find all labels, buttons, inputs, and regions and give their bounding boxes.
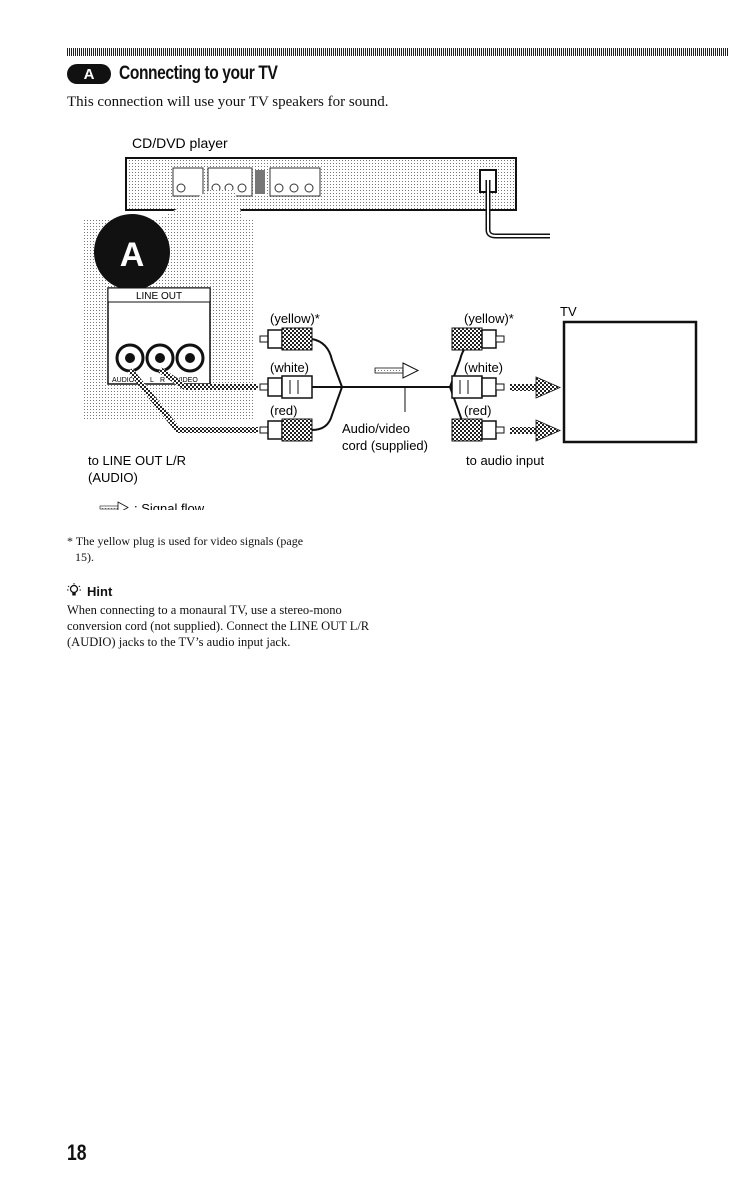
- plug-red-right: [451, 418, 505, 442]
- section-title: Connecting to your TV: [119, 63, 278, 84]
- label-white-right: (white): [464, 360, 503, 375]
- cable-red-left: [127, 368, 258, 433]
- plug-yellow-right: [451, 327, 505, 351]
- jack-video-label: VIDEO: [176, 377, 198, 384]
- signal-flow-arrow: [374, 362, 420, 379]
- plug-white-right: [451, 375, 505, 399]
- player-label: CD/DVD player: [132, 135, 228, 151]
- left-caption-line2: (AUDIO): [88, 470, 138, 485]
- signal-flow-legend: : Signal flow: [134, 501, 205, 510]
- lightbulb-icon: [67, 583, 81, 596]
- hint-body: When connecting to a monaural TV, use a …: [67, 603, 370, 649]
- line-out-label: LINE OUT: [136, 291, 182, 302]
- label-yellow-left: (yellow)*: [270, 311, 320, 326]
- page-number: 18: [67, 1140, 87, 1165]
- plug-red-left: [259, 418, 313, 442]
- jack-l-label: L: [150, 377, 154, 384]
- inset-badge-letter: A: [120, 236, 145, 274]
- label-white-left: (white): [270, 360, 309, 375]
- signal-flow-legend-icon: [99, 501, 129, 510]
- signal-arrow-red: [510, 419, 561, 442]
- footnote: * The yellow plug is used for video sign…: [67, 533, 377, 565]
- left-caption-line1: to LINE OUT L/R: [88, 453, 186, 468]
- hint-title: Hint: [87, 583, 113, 599]
- hint-heading: Hint: [67, 583, 112, 599]
- footnote-line-1: * The yellow plug is used for video sign…: [67, 534, 304, 548]
- header-rule: [67, 48, 728, 56]
- signal-arrow-white: [510, 376, 561, 399]
- jack-audio-label: AUDIO: [112, 377, 135, 384]
- label-red-right: (red): [464, 403, 491, 418]
- right-caption: to audio input: [466, 453, 544, 468]
- cd-dvd-player: [125, 157, 517, 211]
- inset-badge: [94, 214, 170, 290]
- line-out-jacks: [115, 343, 205, 373]
- plug-yellow-left: [259, 327, 313, 351]
- connection-diagram: CD/DVD player A LINE OUT AUDIO L R VIDE: [84, 135, 698, 510]
- section-badge: A: [67, 64, 111, 84]
- label-red-left: (red): [270, 403, 297, 418]
- label-yellow-right: (yellow)*: [464, 311, 514, 326]
- footnote-line-2: 15).: [75, 550, 94, 564]
- section-heading: A Connecting to your TV: [67, 62, 312, 86]
- tv-icon: [562, 320, 698, 444]
- plug-white-left: [259, 375, 313, 399]
- jack-r-label: R: [160, 377, 165, 384]
- tv-label: TV: [560, 304, 577, 319]
- cord-label-line1: Audio/video: [342, 421, 410, 436]
- cable-white-left: [158, 367, 258, 390]
- cord-label-line2: cord (supplied): [342, 438, 428, 453]
- intro-text: This connection will use your TV speaker…: [67, 94, 389, 110]
